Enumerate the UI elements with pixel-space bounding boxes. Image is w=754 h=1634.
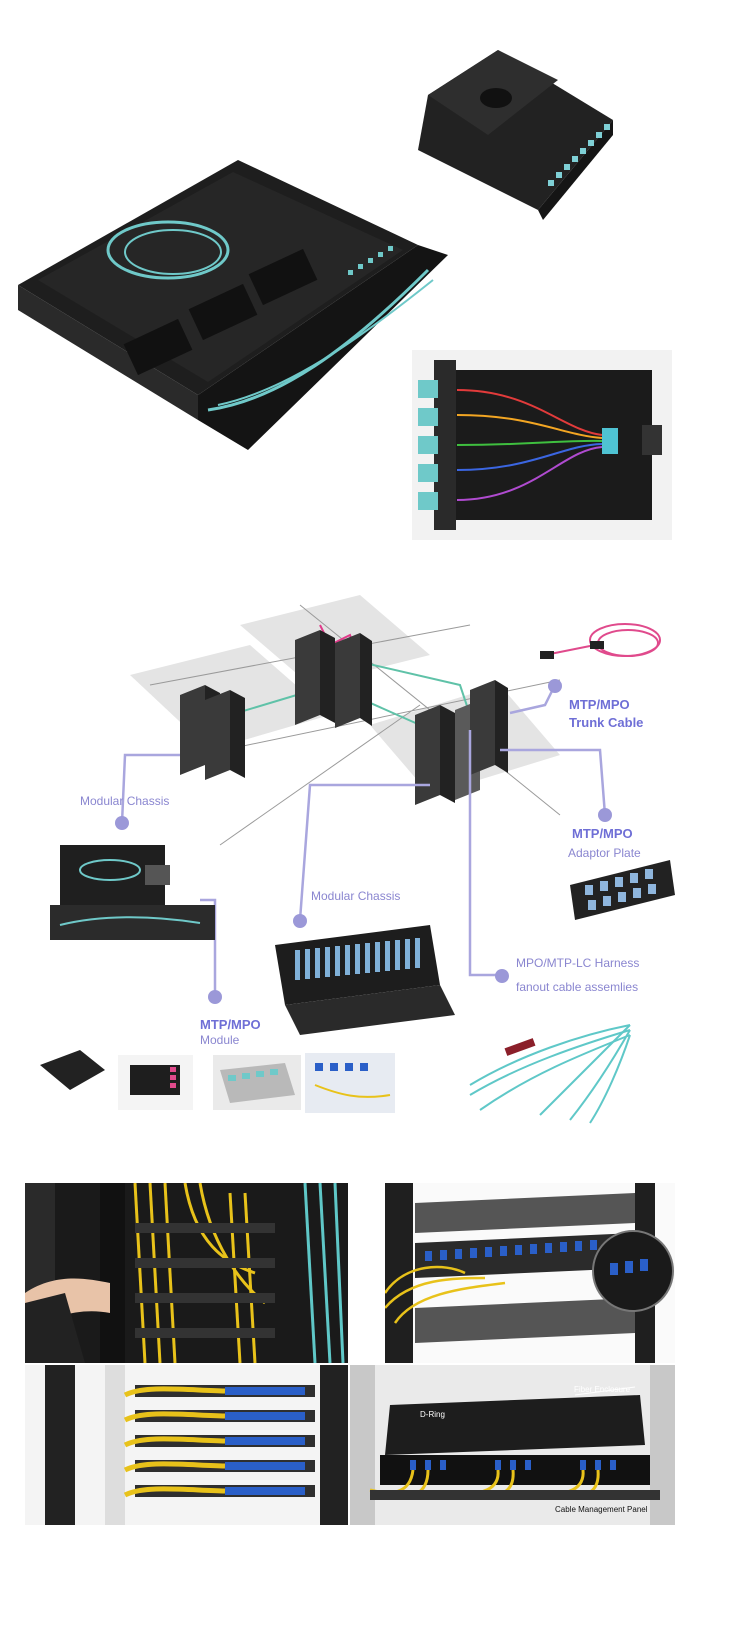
harness-fanout-image bbox=[469, 1024, 631, 1124]
cassette-fanout-photo bbox=[412, 350, 672, 540]
harness-label-line2: fanout cable assemlies bbox=[516, 980, 639, 994]
rack-group-center bbox=[295, 630, 372, 728]
callout-d-ring: D-Ring bbox=[420, 1410, 445, 1419]
adaptor-plate-image bbox=[570, 860, 675, 920]
fiber-enclosure-photo bbox=[18, 160, 448, 450]
rack-group-right bbox=[415, 680, 508, 805]
harness-label-line1: MPO/MTP-LC Harness bbox=[516, 956, 640, 970]
mpo-cassette-photo bbox=[418, 50, 613, 220]
rack-photo-fiber-enclosure: Fiber Enclosure D-Ring Cable Management … bbox=[350, 1365, 675, 1525]
callout-fiber-enclosure: Fiber Enclosure bbox=[574, 1385, 631, 1394]
trunk-cable-title: MTP/MPO bbox=[569, 697, 630, 712]
connector-lines bbox=[120, 684, 607, 995]
trunk-cable-subtitle: Trunk Cable bbox=[569, 715, 644, 730]
left-enclosure-image bbox=[50, 845, 215, 940]
rack-group-left bbox=[180, 685, 245, 780]
adaptor-plate-subtitle: Adaptor Plate bbox=[568, 846, 641, 860]
modular-chassis-label-center: Modular Chassis bbox=[311, 889, 401, 903]
modular-chassis-label-left: Modular Chassis bbox=[80, 794, 170, 808]
module-thumbnails bbox=[40, 1050, 395, 1113]
rack-photo-patch-panel bbox=[385, 1183, 675, 1363]
callout-cable-management-panel: Cable Management Panel bbox=[555, 1505, 648, 1514]
data-center-diagram bbox=[40, 595, 675, 1124]
adaptor-plate-title: MTP/MPO bbox=[572, 826, 633, 841]
module-title: MTP/MPO bbox=[200, 1017, 261, 1032]
module-subtitle: Module bbox=[200, 1033, 240, 1047]
trunk-cable-image bbox=[544, 623, 661, 657]
central-chassis-image bbox=[275, 925, 455, 1035]
connector-dots bbox=[115, 679, 612, 1004]
rack-photo-cabling bbox=[25, 1183, 348, 1363]
rack-photo-yellow-cords bbox=[25, 1365, 348, 1525]
